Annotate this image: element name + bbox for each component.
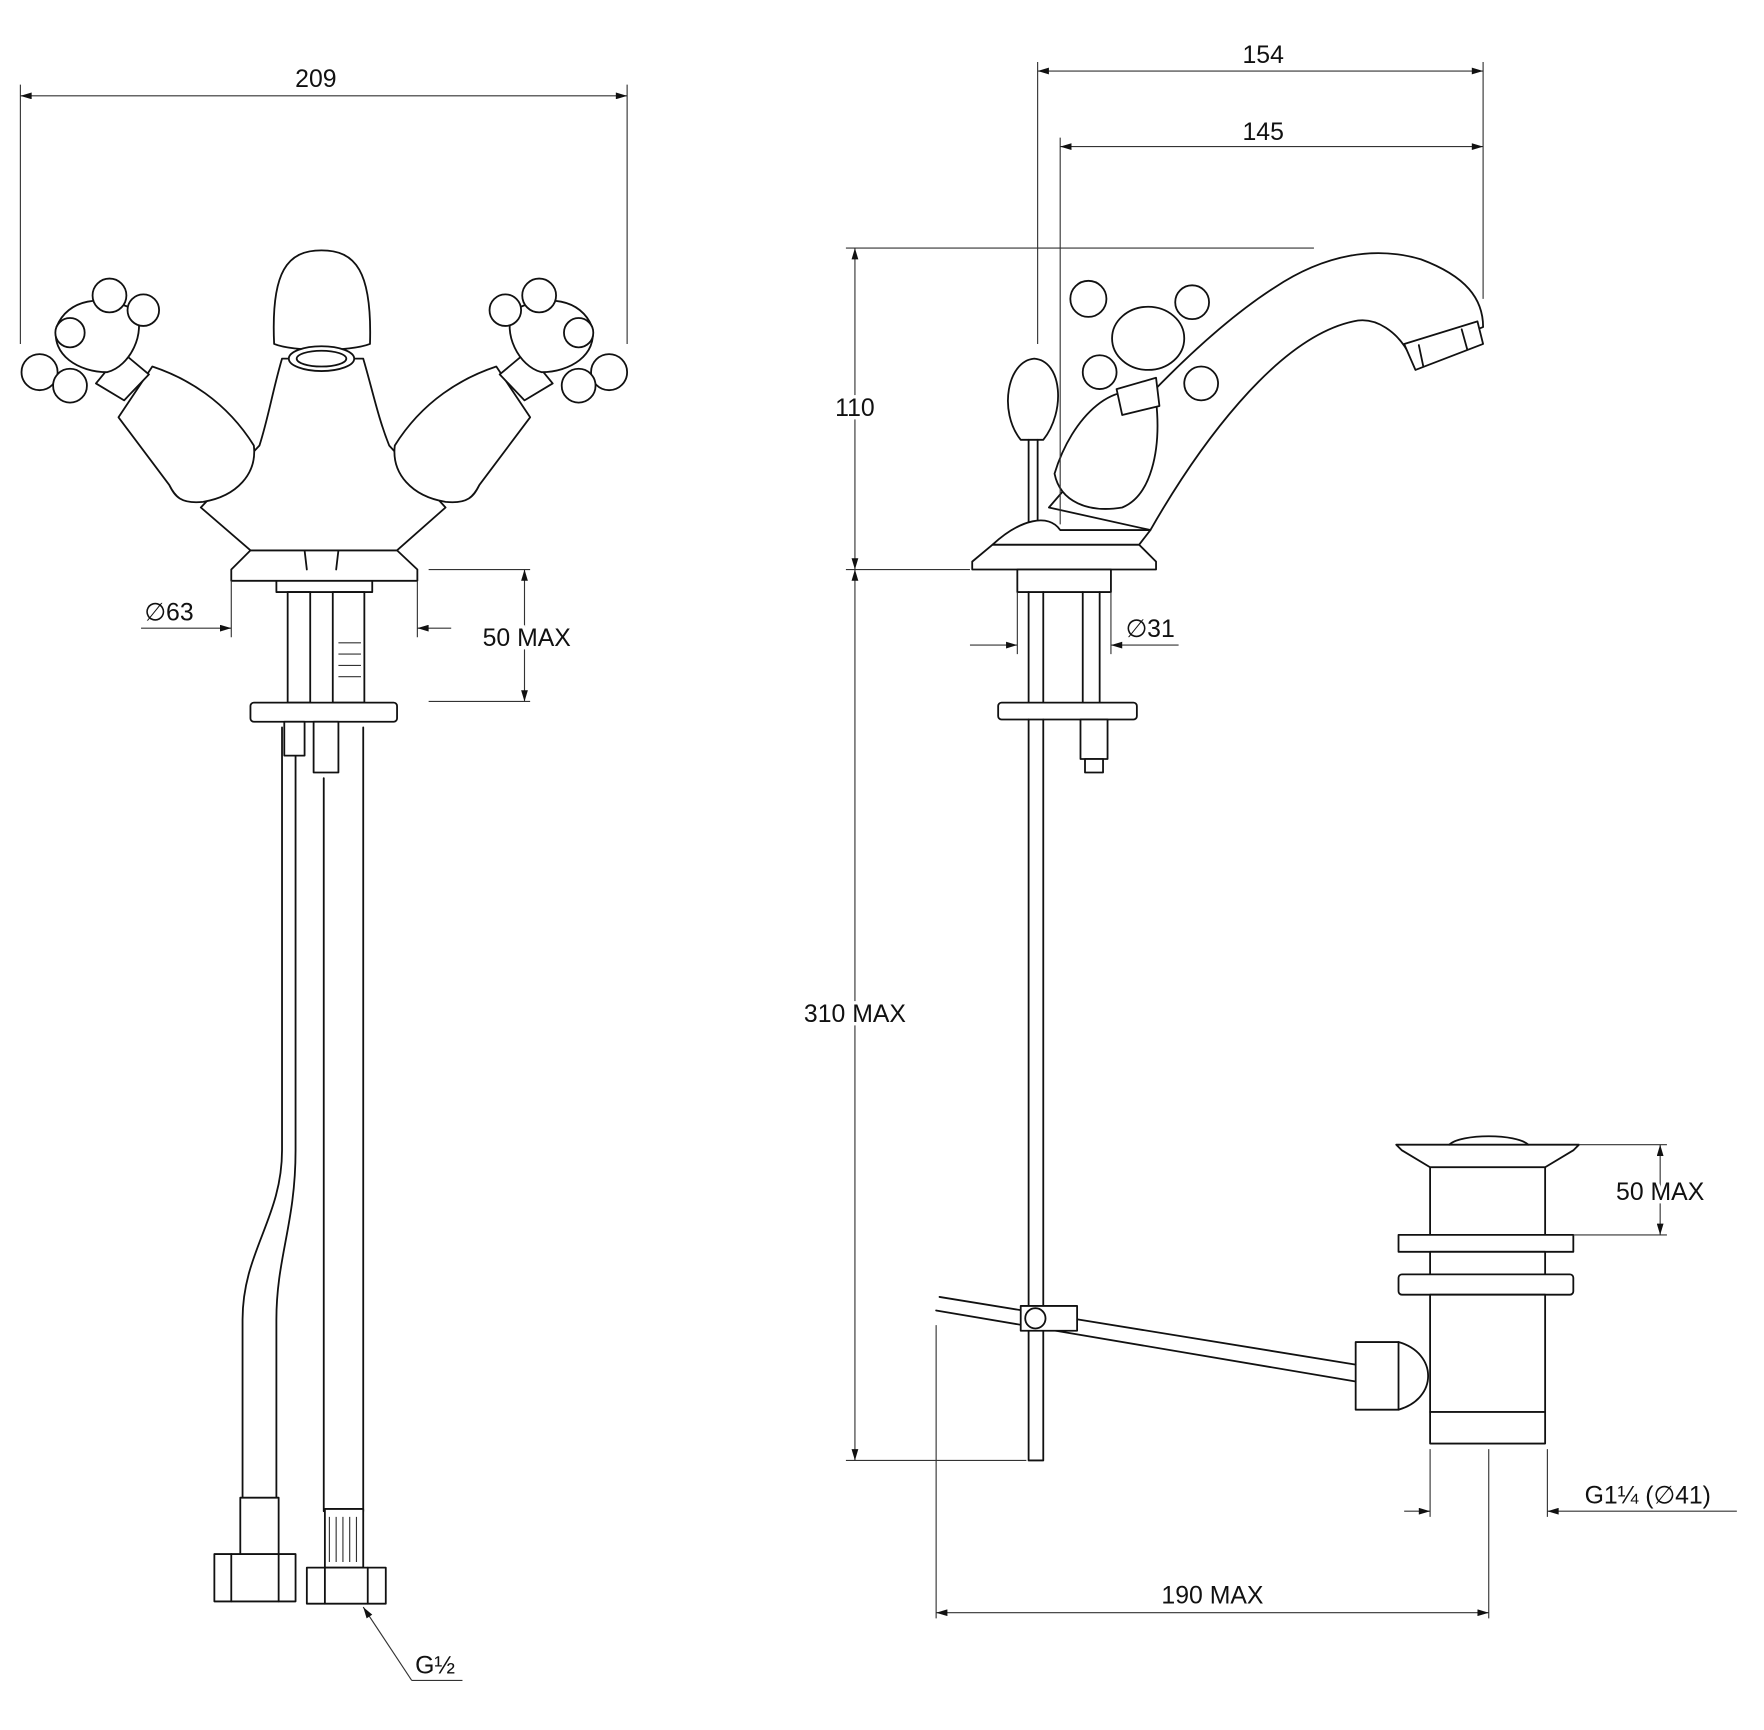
dimension-label: 145 (1242, 119, 1283, 146)
dimension-diameter-63: ∅63 (141, 580, 452, 638)
dimension-50-max-waste: 50 MAX (1573, 1144, 1708, 1236)
dimension-label: ∅31 (1126, 616, 1175, 643)
dimension-110: 110 (832, 247, 1314, 571)
dimension-label: 50 MAX (1616, 1179, 1705, 1206)
dimension-label: G1¼ (∅41) (1585, 1482, 1711, 1509)
dimension-label: 209 (295, 66, 336, 93)
dimension-diameter-31: ∅31 (969, 592, 1179, 655)
side-valve (1007, 279, 1219, 531)
spout (1048, 252, 1485, 531)
dimension-310-max: 310 MAX (801, 569, 1027, 1462)
crosshead-handle-right (488, 277, 629, 404)
dimension-154: 154 (1037, 42, 1484, 344)
mounting-shank (249, 568, 398, 774)
dimension-label: G½ (415, 1653, 455, 1680)
flexible-hoses (213, 726, 387, 1605)
side-view: 154 145 110 310 MAX ∅31 50 MAX (801, 42, 1737, 1619)
side-shank (997, 568, 1138, 1462)
dimension-label: 50 MAX (483, 625, 572, 652)
dimension-label: 154 (1242, 42, 1284, 69)
pop-up-waste (935, 1135, 1580, 1445)
dimension-label: 310 MAX (804, 1001, 906, 1028)
callout-g-half: G½ (362, 1606, 463, 1681)
crosshead-handle-left (20, 277, 161, 404)
front-view: 209 ∅63 50 MAX G½ (19, 66, 629, 1681)
side-base (971, 519, 1157, 571)
dimension-label: 190 MAX (1161, 1583, 1263, 1610)
dimension-label: ∅63 (144, 599, 193, 626)
dimension-190-max: 190 MAX (935, 1325, 1490, 1619)
dimension-g1-quarter: G1¼ (∅41) (1404, 1449, 1737, 1517)
dimension-label: 110 (835, 395, 875, 422)
dimension-50-max-front: 50 MAX (428, 568, 575, 703)
tap-body (95, 249, 554, 582)
dimension-145: 145 (1059, 119, 1484, 525)
dimension-209: 209 (19, 66, 628, 344)
